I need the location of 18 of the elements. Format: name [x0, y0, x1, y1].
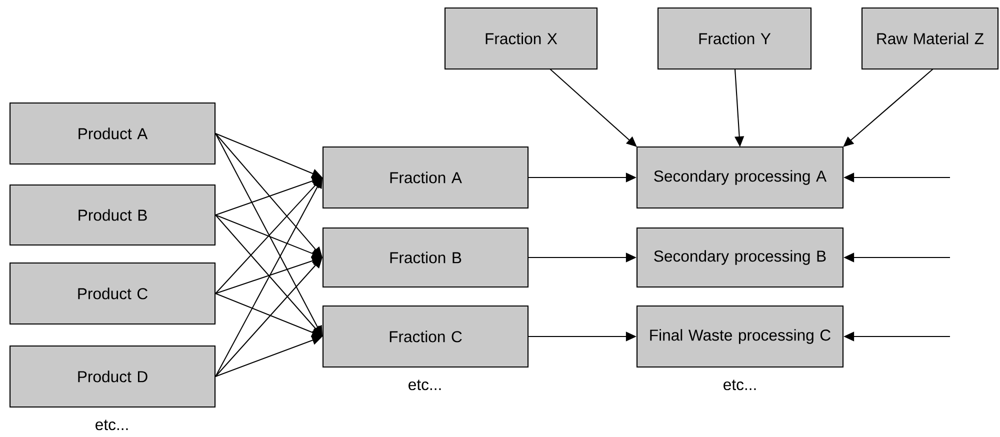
product-box: Product A	[9, 102, 216, 165]
fraction-box: Fraction A	[322, 146, 529, 209]
input-box: Fraction Y	[657, 7, 812, 70]
fraction-box: Fraction B	[322, 227, 529, 288]
product-box: Product D	[9, 345, 216, 408]
product-box: Product C	[9, 262, 216, 325]
arrow	[215, 214, 322, 336]
arrow	[550, 68, 637, 147]
arrow	[843, 68, 934, 147]
processing-box: Secondary processing A	[636, 146, 844, 209]
fraction-box: Fraction C	[322, 305, 529, 368]
input-box: Fraction X	[444, 7, 598, 70]
input-box: Raw Material Z	[861, 7, 999, 70]
arrow	[215, 258, 322, 377]
processing-box: Final Waste processing C	[636, 305, 844, 368]
processing-box: Secondary processing B	[636, 227, 844, 288]
product-box: Product B	[9, 184, 216, 246]
arrow	[215, 133, 322, 258]
